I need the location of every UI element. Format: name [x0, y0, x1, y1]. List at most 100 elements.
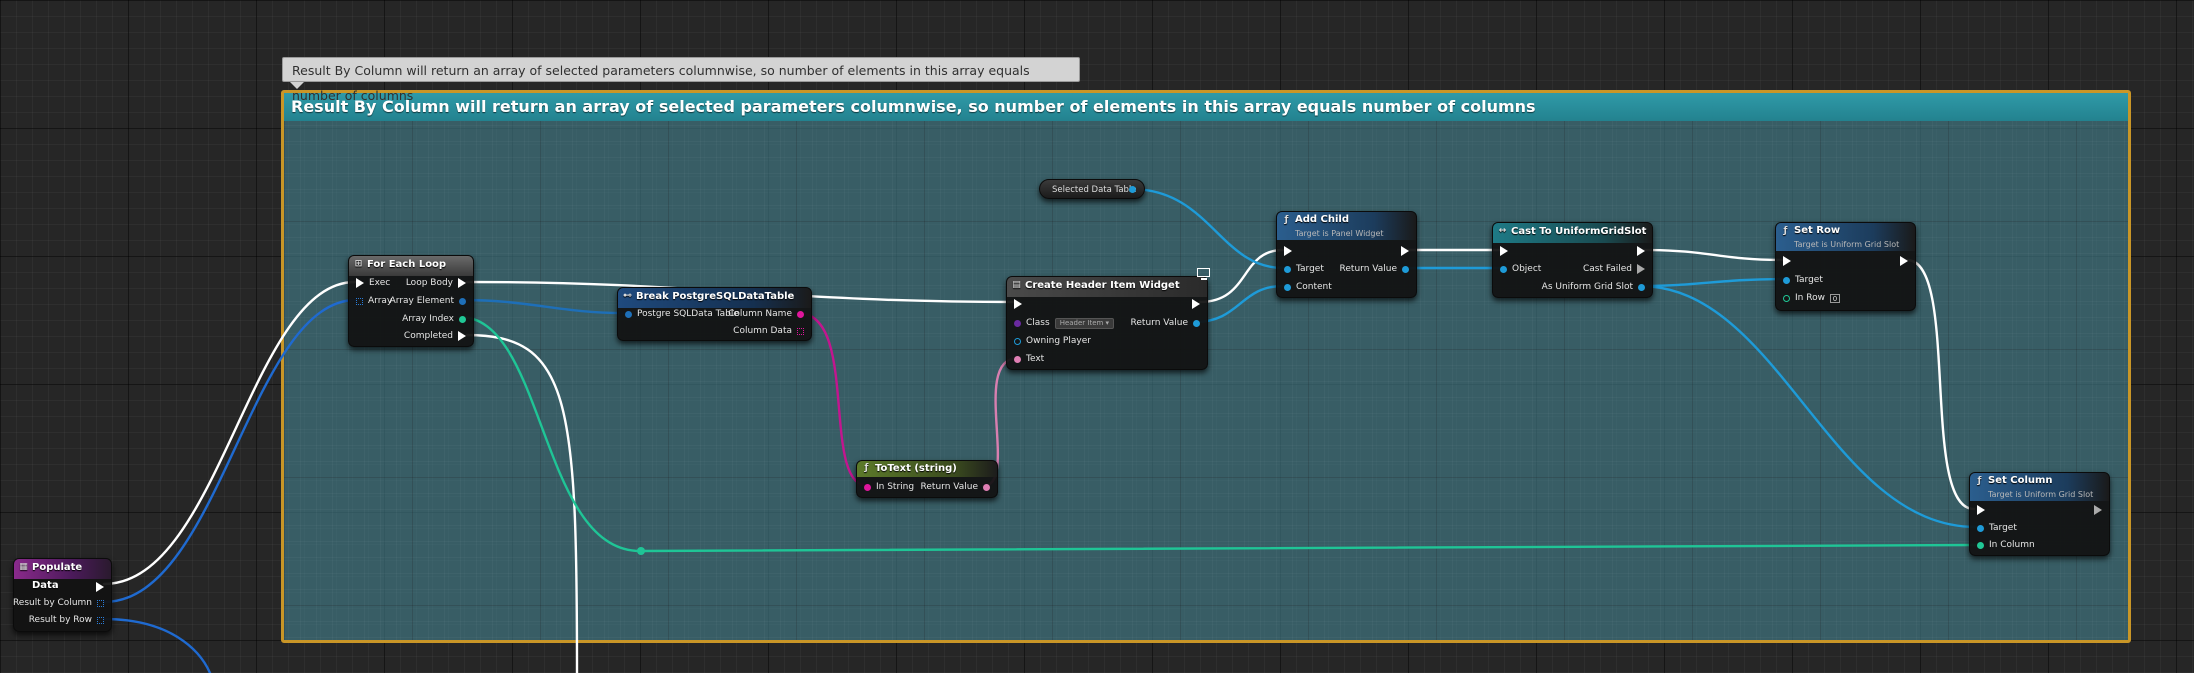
exec-out-icon	[1401, 245, 1409, 256]
add-child-header[interactable]: ƒ Add Child Target is Panel Widget	[1277, 212, 1416, 240]
add-child-content-pin[interactable]: Content	[1284, 281, 1337, 293]
set-column-exec-in-pin[interactable]	[1977, 504, 1985, 516]
completed-label: Completed	[403, 331, 453, 341]
populate-data-node[interactable]: ▦ Populate Data Result by Column Result …	[13, 558, 112, 632]
text-pin-icon	[1014, 355, 1021, 363]
add-child-exec-in-pin[interactable]	[1284, 245, 1292, 257]
add-child-return-pin[interactable]: Return Value	[1335, 263, 1409, 275]
object-pin-icon	[1500, 265, 1507, 273]
target-label: Target	[1296, 264, 1324, 274]
cast-node[interactable]: ↔ Cast To UniformGridSlot Object Cast Fa…	[1492, 222, 1653, 298]
break-table-header[interactable]: ⊷ Break PostgreSQLDataTable	[618, 288, 811, 308]
create-widget-node[interactable]: ▤ Create Header Item Widget Class Header …	[1006, 276, 1208, 370]
loop-body-label: Loop Body	[405, 278, 453, 288]
populate-exec-out-pin[interactable]	[96, 581, 104, 593]
monitor-icon	[1196, 268, 1212, 281]
exec-out-icon	[1637, 245, 1645, 256]
set-column-header[interactable]: ƒ Set Column Target is Uniform Grid Slot	[1970, 473, 2109, 501]
in-string-pin[interactable]: In String	[864, 481, 919, 493]
in-column-pin[interactable]: In Column	[1977, 539, 2040, 551]
result-by-column-label: Result by Column	[12, 598, 92, 608]
exec-in-pin[interactable]: Exec	[356, 277, 395, 289]
class-dropdown[interactable]: Header Item ▾	[1054, 317, 1115, 329]
loop-icon: ⊞	[354, 259, 363, 269]
exec-out-icon	[1900, 255, 1908, 266]
column-data-pin[interactable]: Column Data	[728, 325, 804, 337]
for-each-loop-node[interactable]: ⊞ For Each Loop Exec Array Loop Body Arr…	[348, 255, 474, 347]
completed-pin[interactable]: Completed	[399, 330, 466, 342]
widget-icon: ▤	[1012, 280, 1021, 290]
selected-data-table-node[interactable]: Selected Data Table	[1039, 179, 1145, 199]
exec-out-icon	[96, 581, 104, 592]
text-pin[interactable]: Text	[1014, 353, 1049, 365]
add-child-node[interactable]: ƒ Add Child Target is Panel Widget Targe…	[1276, 211, 1417, 298]
populate-data-title: Populate Data	[32, 562, 83, 591]
cast-exec-in-pin[interactable]	[1500, 245, 1508, 257]
array-index-pin[interactable]: Array Index	[397, 313, 466, 325]
result-by-row-pin[interactable]: Result by Row	[24, 614, 104, 626]
table-in-pin[interactable]: Postgre SQLData Table	[625, 308, 744, 320]
text-pin-icon	[983, 483, 990, 491]
set-row-header[interactable]: ƒ Set Row Target is Uniform Grid Slot	[1776, 223, 1915, 251]
add-child-exec-out-pin[interactable]	[1401, 245, 1409, 257]
comment-title[interactable]: Result By Column will return an array of…	[284, 93, 2128, 121]
array-icon	[97, 616, 104, 624]
result-by-row-label: Result by Row	[28, 615, 92, 625]
object-pin-icon	[1638, 283, 1645, 291]
class-pin[interactable]: Class Header Item ▾	[1014, 317, 1115, 329]
set-row-exec-out-pin[interactable]	[1900, 255, 1908, 267]
cast-object-pin[interactable]: Object	[1500, 263, 1546, 275]
set-row-title: Set Row	[1794, 225, 1841, 236]
to-text-node[interactable]: ƒ ToText (string) In String Return Value	[856, 460, 998, 498]
in-row-pin[interactable]: In Row 0	[1783, 292, 1840, 304]
create-return-pin[interactable]: Return Value	[1126, 317, 1200, 329]
create-exec-out-pin[interactable]	[1192, 298, 1200, 310]
owning-player-label: Owning Player	[1026, 336, 1091, 346]
cast-header[interactable]: ↔ Cast To UniformGridSlot	[1493, 223, 1652, 243]
to-text-return-pin[interactable]: Return Value	[916, 481, 990, 493]
function-icon: ƒ	[1284, 215, 1289, 225]
array-label: Array	[368, 296, 393, 306]
in-column-label: In Column	[1989, 540, 2035, 550]
struct-pin-icon	[625, 310, 632, 318]
set-column-node[interactable]: ƒ Set Column Target is Uniform Grid Slot…	[1969, 472, 2110, 556]
cast-failed-label: Cast Failed	[1583, 264, 1632, 274]
to-text-title: ToText (string)	[875, 463, 957, 474]
populate-data-header[interactable]: ▦ Populate Data	[14, 559, 111, 591]
array-element-pin[interactable]: Array Element	[385, 295, 466, 307]
break-table-node[interactable]: ⊷ Break PostgreSQLDataTable Postgre SQLD…	[617, 287, 812, 341]
to-text-header[interactable]: ƒ ToText (string)	[857, 461, 997, 477]
content-label: Content	[1296, 282, 1332, 292]
add-child-target-pin[interactable]: Target	[1284, 263, 1329, 275]
for-each-loop-header[interactable]: ⊞ For Each Loop	[349, 256, 473, 276]
function-icon: ƒ	[864, 463, 869, 473]
column-name-pin[interactable]: Column Name	[723, 308, 804, 320]
set-column-title: Set Column	[1988, 475, 2053, 486]
break-icon: ⊷	[623, 291, 632, 301]
as-uniform-grid-slot-pin[interactable]: As Uniform Grid Slot	[1537, 281, 1645, 293]
set-row-node[interactable]: ƒ Set Row Target is Uniform Grid Slot Ta…	[1775, 222, 1916, 311]
exec-in-icon	[1014, 298, 1022, 309]
in-row-label: In Row	[1795, 293, 1825, 303]
object-pin-icon	[1284, 283, 1291, 291]
set-column-target-pin[interactable]: Target	[1977, 522, 2022, 534]
in-row-value-input[interactable]: 0	[1829, 293, 1840, 303]
cast-failed-pin[interactable]: Cast Failed	[1578, 263, 1645, 275]
result-by-column-pin[interactable]: Result by Column	[8, 597, 104, 609]
set-column-exec-out-pin[interactable]	[2094, 504, 2102, 516]
create-exec-in-pin[interactable]	[1014, 298, 1022, 310]
set-column-subtitle: Target is Uniform Grid Slot	[1988, 490, 2094, 499]
in-string-label: In String	[876, 482, 915, 492]
exec-in-icon	[356, 278, 364, 288]
set-row-exec-in-pin[interactable]	[1783, 255, 1791, 267]
create-widget-header[interactable]: ▤ Create Header Item Widget	[1007, 277, 1207, 297]
object-pin-icon	[1783, 276, 1790, 284]
cast-icon: ↔	[1498, 226, 1507, 236]
set-row-target-pin[interactable]: Target	[1783, 274, 1828, 286]
cast-exec-out-pin[interactable]	[1637, 245, 1645, 257]
table-label: Postgre SQLData Table	[637, 309, 739, 319]
class-label: Class	[1026, 318, 1050, 328]
owning-player-pin[interactable]: Owning Player	[1014, 335, 1096, 347]
loop-body-pin[interactable]: Loop Body	[401, 277, 466, 289]
add-child-title: Add Child	[1295, 214, 1350, 225]
